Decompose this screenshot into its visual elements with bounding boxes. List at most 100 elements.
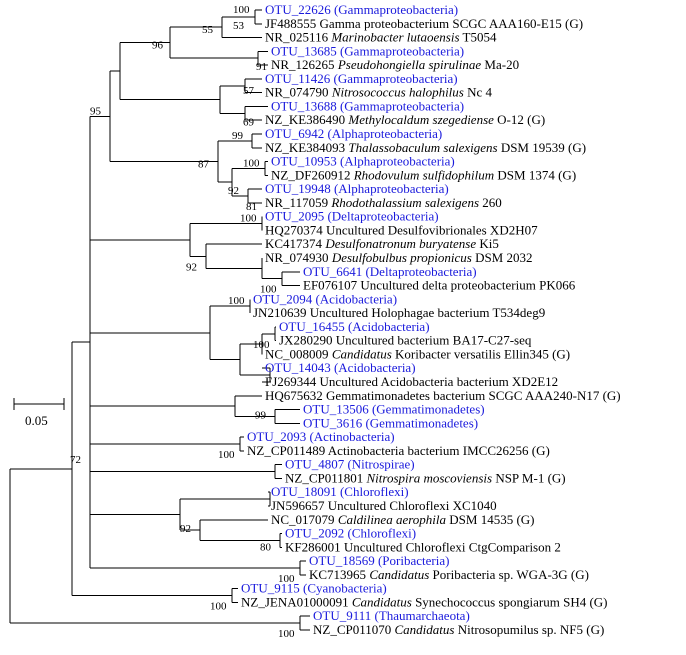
- otu-leaf-label: OTU_2092 (Chloroflexi): [285, 526, 416, 541]
- otu-leaf-label: OTU_13688 (Gammaproteobacteria): [271, 98, 464, 113]
- otu-leaf-label: OTU_6641 (Deltaproteobacteria): [303, 264, 477, 279]
- leaf-label-italic-part: Desulfobulbus propionicus: [331, 250, 472, 265]
- leaf-label-part: O-12 (G): [494, 112, 545, 127]
- leaf-label-part: JX280290 Uncultured bacterium BA17-C27-s…: [279, 333, 532, 348]
- bootstrap-value: 100: [243, 157, 260, 169]
- leaf-label-part: OTU_6641 (Deltaproteobacteria): [303, 264, 477, 279]
- leaf-label-part: OTU_9111 (Thaumarchaeota): [313, 608, 470, 623]
- bootstrap-value: 100: [253, 339, 270, 351]
- leaf-label-part: HQ270374 Uncultured Desulfovibrionales X…: [265, 222, 538, 237]
- leaf-label-part: HQ675632 Gemmatimonadetes bacterium SCGC…: [265, 388, 621, 403]
- otu-leaf-label: OTU_16455 (Acidobacteria): [279, 319, 430, 334]
- leaf-label-part: OTU_10953 (Alphaproteobacteria): [271, 154, 455, 169]
- leaf-label-part: OTU_14043 (Acidobacteria): [265, 360, 416, 375]
- reference-leaf-label: FJ269344 Uncultured Acidobacteria bacter…: [265, 374, 558, 389]
- bootstrap-value: 99: [232, 130, 244, 142]
- leaf-label-part: OTU_13688 (Gammaproteobacteria): [271, 98, 464, 113]
- otu-leaf-label: OTU_11426 (Gammaproteobacteria): [265, 71, 458, 86]
- otu-leaf-label: OTU_2093 (Actinobacteria): [247, 429, 395, 444]
- bootstrap-value: 55: [202, 24, 214, 36]
- leaf-label-part: DSM 2032: [472, 250, 533, 265]
- leaf-labels: OTU_22626 (Gammaproteobacteria)JF488555 …: [241, 2, 621, 637]
- otu-leaf-label: OTU_9111 (Thaumarchaeota): [313, 608, 470, 623]
- bootstrap-value: 72: [70, 454, 81, 466]
- leaf-label-part: Synechococcus spongiarum SH4 (G): [412, 594, 608, 609]
- otu-leaf-label: OTU_4807 (Nitrospirae): [285, 457, 415, 472]
- reference-leaf-label: KC713965 Candidatus Poribacteria sp. WGA…: [309, 567, 589, 582]
- leaf-label-italic-part: Nitrospira moscoviensis: [366, 470, 493, 485]
- tree-branches: [9, 9, 310, 631]
- leaf-label-part: OTU_22626 (Gammaproteobacteria): [265, 2, 458, 17]
- leaf-label-part: NZ_DF260912: [271, 167, 354, 182]
- reference-leaf-label: NR_117059 Rhodothalassium salexigens 260: [265, 195, 502, 210]
- leaf-label-part: KC417374: [265, 236, 325, 251]
- leaf-label-part: NC_008009: [265, 346, 332, 361]
- leaf-label-part: OTU_2095 (Deltaproteobacteria): [265, 209, 439, 224]
- reference-leaf-label: NZ_CP011070 Candidatus Nitrosopumilus sp…: [313, 622, 604, 637]
- leaf-label-part: OTU_2092 (Chloroflexi): [285, 526, 416, 541]
- leaf-label-part: NZ_KE386490: [265, 112, 348, 127]
- bootstrap-value: 69: [243, 116, 255, 128]
- leaf-label-italic-part: Marinobacter lutaoensis: [330, 30, 459, 45]
- leaf-label-part: OTU_2093 (Actinobacteria): [247, 429, 395, 444]
- leaf-label-part: Ki5: [476, 236, 499, 251]
- otu-leaf-label: OTU_18091 (Chloroflexi): [271, 484, 409, 499]
- bootstrap-value: 92: [180, 523, 191, 535]
- leaf-label-part: JN210639 Uncultured Holophagae bacterium…: [253, 305, 545, 320]
- leaf-label-part: JF488555 Gamma proteobacterium SCGC AAA1…: [265, 16, 583, 31]
- leaf-label-part: OTU_13506 (Gemmatimonadetes): [303, 402, 485, 417]
- leaf-label-italic-part: Methylocaldum szegediense: [347, 112, 494, 127]
- reference-leaf-label: NR_074790 Nitrosococcus halophilus Nc 4: [265, 85, 493, 100]
- bootstrap-value: 92: [186, 261, 197, 273]
- reference-leaf-label: JF488555 Gamma proteobacterium SCGC AAA1…: [265, 16, 583, 31]
- reference-leaf-label: NR_074930 Desulfobulbus propionicus DSM …: [265, 250, 533, 265]
- leaf-label-part: FJ269344 Uncultured Acidobacteria bacter…: [265, 374, 558, 389]
- bootstrap-value: 100: [228, 295, 245, 307]
- bootstrap-values: 1005355919657699910092818795100921001001…: [70, 4, 295, 640]
- bootstrap-value: 100: [210, 601, 227, 613]
- reference-leaf-label: EF076107 Uncultured delta proteobacteriu…: [303, 278, 576, 293]
- otu-leaf-label: OTU_3616 (Gemmatimonadetes): [303, 415, 478, 430]
- otu-leaf-label: OTU_2095 (Deltaproteobacteria): [265, 209, 439, 224]
- leaf-label-part: OTU_3616 (Gemmatimonadetes): [303, 415, 478, 430]
- leaf-label-italic-part: Candidatus: [395, 622, 455, 637]
- leaf-label-part: JN596657 Uncultured Chloroflexi XC1040: [271, 498, 497, 513]
- leaf-label-part: DSM 19539 (G): [498, 140, 586, 155]
- otu-leaf-label: OTU_14043 (Acidobacteria): [265, 360, 416, 375]
- bootstrap-value: 99: [255, 409, 267, 421]
- bootstrap-value: 80: [260, 541, 272, 553]
- leaf-label-part: NZ_CP011070: [313, 622, 395, 637]
- leaf-label-italic-part: Thalassobaculum salexigens: [348, 140, 497, 155]
- leaf-label-part: Nc 4: [464, 85, 493, 100]
- reference-leaf-label: HQ675632 Gemmatimonadetes bacterium SCGC…: [265, 388, 621, 403]
- otu-leaf-label: OTU_18569 (Poribacteria): [309, 553, 449, 568]
- leaf-label-part: OTU_16455 (Acidobacteria): [279, 319, 430, 334]
- otu-leaf-label: OTU_2094 (Acidobacteria): [253, 291, 397, 306]
- bootstrap-value: 100: [260, 284, 277, 296]
- leaf-label-italic-part: Caldilinea aerophila: [338, 512, 447, 527]
- bootstrap-value: 100: [278, 573, 295, 585]
- reference-leaf-label: NC_017079 Caldilinea aerophila DSM 14535…: [271, 512, 535, 527]
- leaf-label-part: OTU_13685 (Gammaproteobacteria): [271, 43, 464, 58]
- otu-leaf-label: OTU_13506 (Gemmatimonadetes): [303, 402, 485, 417]
- bootstrap-value: 91: [256, 61, 267, 73]
- leaf-label-part: OTU_6942 (Alphaproteobacteria): [265, 126, 442, 141]
- reference-leaf-label: NZ_CP011489 Actinobacteria bacterium IMC…: [247, 443, 550, 458]
- leaf-label-part: Koribacter versatilis Ellin345 (G): [392, 346, 570, 361]
- leaf-label-italic-part: Nitrosococcus halophilus: [331, 85, 464, 100]
- bootstrap-value: 96: [152, 40, 164, 52]
- leaf-label-part: NR_117059: [265, 195, 331, 210]
- otu-leaf-label: OTU_6942 (Alphaproteobacteria): [265, 126, 442, 141]
- bootstrap-value: 57: [243, 85, 255, 97]
- otu-leaf-label: OTU_22626 (Gammaproteobacteria): [265, 2, 458, 17]
- leaf-label-part: NZ_JENA01000091: [241, 594, 352, 609]
- bootstrap-value: 100: [240, 213, 257, 225]
- leaf-label-part: DSM 1374 (G): [494, 167, 576, 182]
- reference-leaf-label: NZ_JENA01000091 Candidatus Synechococcus…: [241, 594, 608, 609]
- leaf-label-part: EF076107 Uncultured delta proteobacteriu…: [303, 278, 576, 293]
- reference-leaf-label: NZ_KE386490 Methylocaldum szegediense O-…: [265, 112, 545, 127]
- reference-leaf-label: JN596657 Uncultured Chloroflexi XC1040: [271, 498, 497, 513]
- leaf-label-italic-part: Desulfonatronum buryatense: [324, 236, 476, 251]
- leaf-label-part: OTU_19948 (Alphaproteobacteria): [265, 181, 449, 196]
- leaf-label-part: NZ_CP011801: [285, 470, 367, 485]
